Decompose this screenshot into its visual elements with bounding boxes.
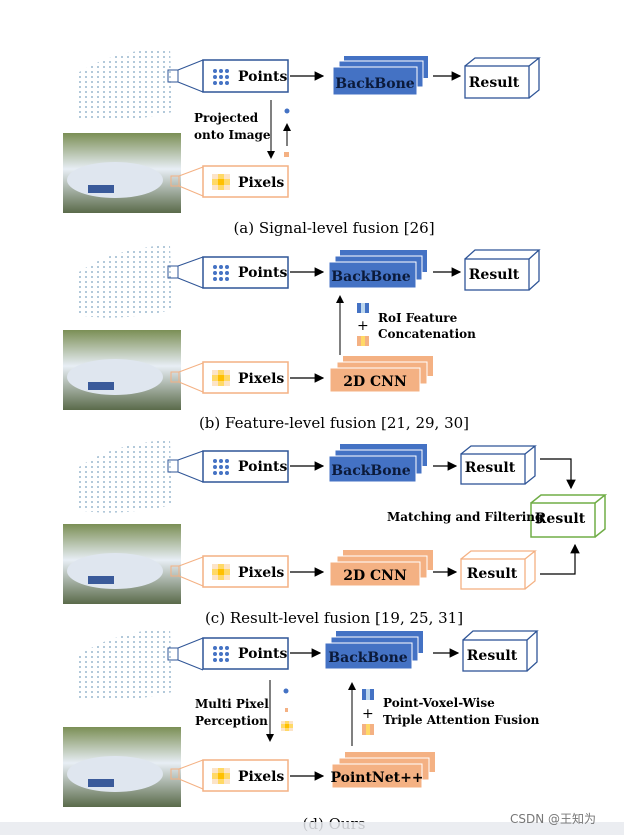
cnn-label-c: 2D CNN (343, 568, 407, 584)
perception-line-2: Perception (195, 714, 268, 728)
points-grid-icon (213, 265, 229, 281)
cnn-stack-c: 2D CNN (329, 550, 433, 587)
bottom-strip (0, 822, 624, 835)
pixels-grid-icon (212, 370, 230, 386)
points-box-c (202, 450, 289, 483)
result-label-a: Result (469, 75, 520, 91)
projected-line-1: Projected (194, 111, 259, 125)
pixels-label-c: Pixels (238, 565, 284, 581)
car-image-d (63, 727, 204, 807)
points-grid-icon (213, 646, 229, 662)
pointnet-stack-d: PointNet++ (330, 752, 435, 789)
points-grid-icon (213, 69, 229, 85)
point-cloud-a (75, 48, 204, 121)
caption-b: (b) Feature-level fusion [21, 29, 30] (199, 414, 469, 432)
result-top-label-c: Result (465, 460, 516, 476)
pixels-grid-icon (212, 768, 230, 784)
result-cube-d: Result (462, 630, 539, 672)
fusion-line-1-d: Point-Voxel-Wise (383, 696, 495, 710)
plus-sign-d: + (362, 706, 374, 722)
result-cube-c-final: Result (530, 494, 608, 538)
points-box-a (202, 59, 289, 93)
points-box-b (202, 256, 289, 289)
cnn-stack-b: 2D CNN (329, 356, 433, 393)
multi-pixel-icon (281, 708, 293, 731)
point-cloud-d (75, 628, 204, 701)
pixels-label-a: Pixels (238, 175, 284, 191)
fusion-line-2-d: Triple Attention Fusion (383, 713, 540, 727)
feature-bar-icon (357, 303, 369, 346)
backbone-label-d: BackBone (328, 650, 407, 666)
pixels-grid-icon (212, 174, 230, 190)
panel-c: Points BackBone Result Result Matching a… (63, 440, 608, 627)
points-label-c: Points (238, 459, 287, 475)
car-image-c (63, 524, 204, 604)
cnn-label-b: 2D CNN (343, 374, 407, 390)
result-cube-a: Result (464, 57, 541, 99)
result-label-b: Result (469, 267, 520, 283)
result-bottom-label-c: Result (467, 566, 518, 582)
result-cube-b: Result (464, 249, 541, 291)
caption-c: (c) Result-level fusion [19, 25, 31] (205, 609, 463, 627)
pixels-label-b: Pixels (238, 371, 284, 387)
backbone-stack-b: BackBone (328, 250, 427, 289)
plus-sign-b: + (357, 318, 369, 334)
backbone-label-c: BackBone (331, 463, 410, 479)
backbone-label-b: BackBone (331, 269, 410, 285)
point-cloud-c (75, 440, 204, 513)
projected-line-2: onto Image (194, 128, 271, 142)
perception-line-1: Multi Pixel (195, 697, 269, 711)
matching-label: Matching and Filtering (387, 510, 544, 524)
points-grid-icon (213, 459, 229, 475)
point-dot-icon (284, 108, 290, 114)
result-final-label-c: Result (535, 511, 586, 527)
car-image-b (63, 330, 204, 410)
points-label-a: Points (238, 69, 287, 85)
caption-a: (a) Signal-level fusion [26] (233, 219, 434, 237)
pixel-dot-icon (284, 152, 289, 157)
pixels-label-d: Pixels (238, 769, 284, 785)
result-cube-c-bottom: Result (460, 550, 537, 590)
backbone-stack-d: BackBone (324, 631, 423, 670)
result-label-d: Result (467, 648, 518, 664)
car-image-a (63, 133, 204, 213)
feature-bar-icon (362, 689, 374, 735)
panel-a: Points BackBone Result Projected onto Im… (63, 48, 541, 237)
point-dot-icon (283, 688, 289, 694)
points-box-d (202, 637, 289, 670)
panel-b: Points BackBone Result + RoI Feature Con… (63, 245, 541, 432)
backbone-stack-a: BackBone (332, 56, 428, 96)
fusion-line-2-b: Concatenation (378, 327, 476, 341)
pointnet-label-d: PointNet++ (330, 770, 423, 786)
backbone-stack-c: BackBone (328, 444, 427, 483)
panel-d: Points BackBone Result Multi Pixel Perce… (63, 628, 540, 833)
points-label-d: Points (238, 646, 287, 662)
point-cloud-b (75, 245, 204, 318)
pixels-grid-icon (212, 564, 230, 580)
points-label-b: Points (238, 265, 287, 281)
backbone-label-a: BackBone (335, 76, 414, 92)
watermark: CSDN @王知为 (510, 812, 596, 826)
result-cube-c-top: Result (460, 445, 537, 485)
fusion-line-1-b: RoI Feature (378, 311, 458, 325)
